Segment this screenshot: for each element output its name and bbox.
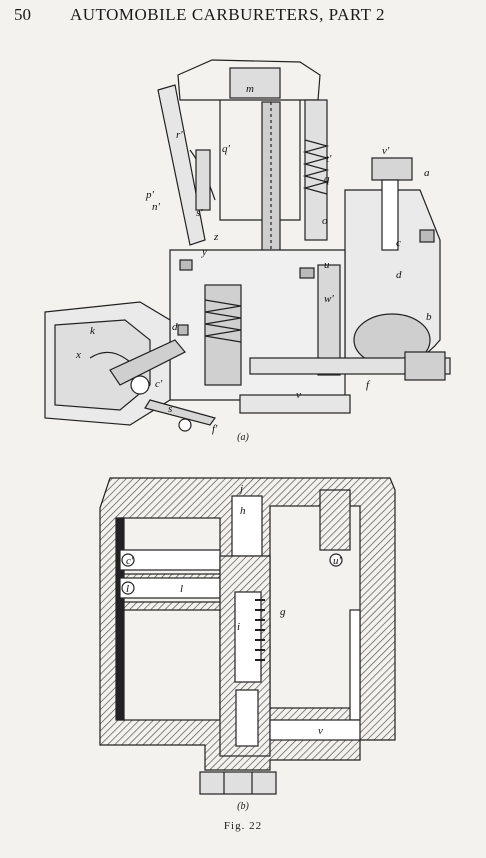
label-q-prime: q' [222, 143, 231, 155]
label-h: h [240, 505, 246, 517]
label-t-prime: t' [326, 153, 332, 165]
label-i: i [237, 621, 240, 633]
main-body [219, 100, 301, 221]
label-l-port: l [126, 583, 129, 595]
label-s-prime: s' [196, 207, 203, 219]
figure-caption: Fig. 22 [223, 820, 263, 832]
top-flange [177, 59, 321, 101]
figure-b-caption: (b) [237, 801, 249, 812]
label-n-prime: n' [152, 201, 161, 213]
label-r-prime: r' [176, 129, 183, 141]
label-p-prime: p' [145, 189, 155, 201]
carburetor-section-drawing: j h c' u' l l g i v [99, 477, 396, 795]
label-v-prime: v' [382, 145, 390, 157]
label-f-prime: f' [212, 423, 218, 435]
throttle-linkage [157, 84, 206, 246]
nozzle-h [231, 495, 263, 557]
label-c-prime-b: c' [126, 555, 134, 567]
label-u: u [324, 259, 330, 271]
label-w-prime: w' [324, 293, 334, 305]
label-v-b: v [318, 725, 323, 737]
label-u-prime: u' [333, 555, 342, 567]
label-z: z [213, 231, 219, 243]
label-m: m [246, 83, 254, 95]
label-y: y [201, 246, 207, 258]
running-title: AUTOMOBILE CARBURETERS, PART 2 [70, 5, 385, 24]
label-g: g [280, 606, 286, 618]
label-o: o [322, 215, 328, 227]
label-c: c [396, 237, 401, 249]
label-f: f [366, 379, 371, 391]
carburetor-assembly-drawing: m r' q' t' q v' a p' n' s' o z y u k d w… [44, 59, 451, 435]
label-q: q [324, 173, 330, 185]
label-l: l [180, 583, 183, 595]
label-a: a [424, 167, 430, 179]
label-j: j [238, 483, 243, 495]
fuel-line [249, 357, 451, 375]
label-c-prime: c' [155, 378, 163, 390]
page-header: 50 AUTOMOBILE CARBURETERS, PART 2 [0, 5, 486, 27]
figure-a-labels: m r' q' t' q v' a p' n' s' o z y u k d w… [75, 83, 432, 435]
label-k: k [90, 325, 96, 337]
label-x: x [75, 349, 81, 361]
label-v: v [296, 389, 301, 401]
float-cap [371, 157, 413, 181]
figure-b-labels: j h c' u' l l g i v [126, 483, 342, 737]
page-number: 50 [14, 5, 31, 24]
hex-nut [199, 771, 277, 795]
label-s: s [168, 403, 172, 415]
label-d-left: d [172, 321, 178, 333]
label-d-right: d [396, 269, 402, 281]
throttle-lever [109, 339, 186, 386]
figure-a-caption: (a) [237, 432, 249, 443]
label-b: b [426, 311, 432, 323]
